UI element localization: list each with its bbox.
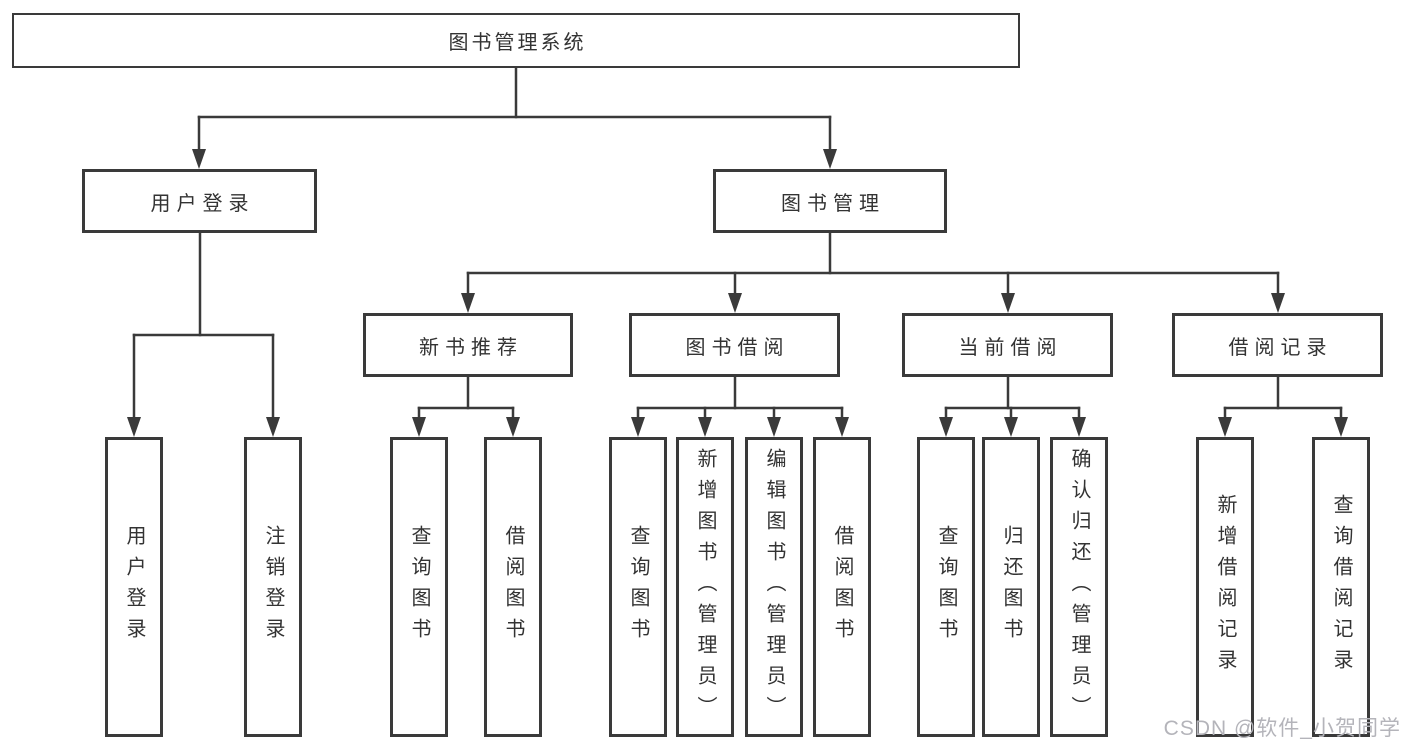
leaf-add-borrow-record: 新增借阅记录 [1196,437,1254,737]
leaf-query-books-recommend: 查询图书 [390,437,448,737]
arrowhead-icon [266,417,280,437]
connector-user-login-children [127,231,280,437]
arrowhead-icon [1271,293,1285,313]
arrowhead-icon [823,149,837,169]
connector-current-children [939,375,1086,437]
connector-borrowing-children [631,375,849,437]
arrowhead-icon [728,293,742,313]
leaf-user-login: 用户登录 [105,437,163,737]
arrowhead-icon [127,417,141,437]
node-library-system: 图书管理系统 [12,13,1020,68]
arrowhead-icon [631,417,645,437]
arrowhead-icon [1004,417,1018,437]
arrowhead-icon [506,417,520,437]
leaf-add-book-admin: 新增图书（管理员） [676,437,734,737]
connector-records-children [1218,375,1348,437]
leaf-borrow-books-recommend: 借阅图书 [484,437,542,737]
leaf-query-books-current: 查询图书 [917,437,975,737]
csdn-watermark: CSDN @软件_小贺同学 [1163,717,1401,740]
node-current-borrowing: 当前借阅 [902,313,1113,377]
leaf-query-borrow-record: 查询借阅记录 [1312,437,1370,737]
leaf-logout: 注销登录 [244,437,302,737]
node-user-login: 用户登录 [82,169,317,233]
arrowhead-icon [939,417,953,437]
connector-recommend-children [412,375,520,437]
leaf-return-book: 归还图书 [982,437,1040,737]
arrowhead-icon [192,149,206,169]
node-book-management: 图书管理 [713,169,947,233]
connector-root-to-level2 [192,66,837,169]
arrowhead-icon [835,417,849,437]
connector-book-mgmt-children [461,231,1285,313]
node-borrowing-records: 借阅记录 [1172,313,1383,377]
arrowhead-icon [1334,417,1348,437]
arrowhead-icon [461,293,475,313]
arrowhead-icon [412,417,426,437]
leaf-edit-book-admin: 编辑图书（管理员） [745,437,803,737]
leaf-query-books-borrow: 查询图书 [609,437,667,737]
leaf-confirm-return-admin: 确认归还（管理员） [1050,437,1108,737]
arrowhead-icon [1218,417,1232,437]
arrowhead-icon [767,417,781,437]
node-new-book-recommend: 新书推荐 [363,313,573,377]
node-book-borrowing: 图书借阅 [629,313,840,377]
arrowhead-icon [698,417,712,437]
leaf-borrow-books-borrow: 借阅图书 [813,437,871,737]
arrowhead-icon [1072,417,1086,437]
arrowhead-icon [1001,293,1015,313]
